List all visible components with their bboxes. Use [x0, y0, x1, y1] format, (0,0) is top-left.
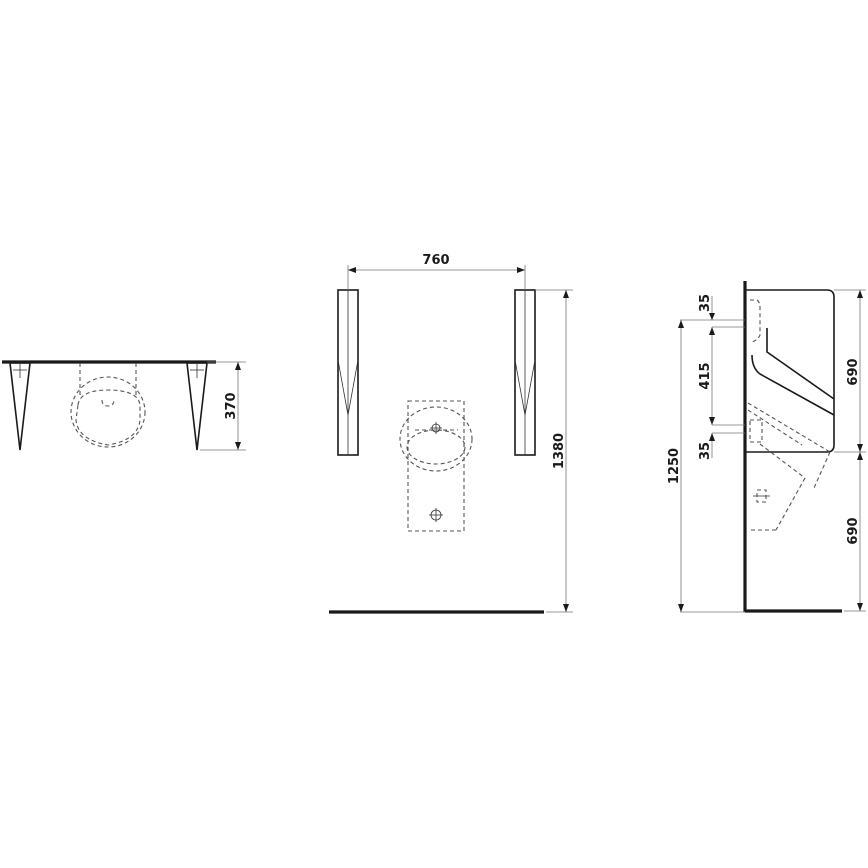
dimension-1380: 1380 — [535, 289, 573, 613]
dim-side-body-height: 690 — [846, 358, 861, 385]
top-hidden-urinal — [399, 400, 473, 532]
dimension-1250: 1250 — [667, 320, 745, 613]
dim-side-mount-height: 1250 — [667, 448, 682, 484]
top-view: 760 1380 — [329, 253, 573, 614]
dimension-35-bottom: 35 — [698, 432, 745, 460]
side-hidden-trap — [747, 402, 831, 531]
side-urinal-body — [746, 289, 835, 453]
front-hidden-bowl — [70, 363, 146, 448]
dimension-760: 760 — [347, 253, 526, 290]
dimension-690-upper: 690 — [834, 289, 866, 453]
dimension-690-lower: 690 — [844, 452, 866, 612]
dimension-35-top: 35 — [680, 294, 745, 321]
top-right-panel — [514, 289, 536, 456]
front-view: 370 — [2, 360, 246, 451]
dim-side-top-offset: 35 — [698, 294, 713, 312]
top-left-panel — [337, 289, 359, 456]
dim-side-floor-clearance: 690 — [846, 517, 861, 544]
dim-top-height: 1380 — [552, 433, 567, 469]
dim-side-inlet-span: 415 — [698, 362, 713, 389]
dim-front-height: 370 — [224, 392, 239, 419]
dim-side-bottom-offset: 35 — [698, 442, 713, 460]
side-view: 35 415 35 1250 — [667, 281, 866, 613]
dimension-370: 370 — [200, 361, 246, 451]
dimension-415: 415 — [698, 326, 745, 426]
dim-top-width: 760 — [422, 253, 449, 268]
